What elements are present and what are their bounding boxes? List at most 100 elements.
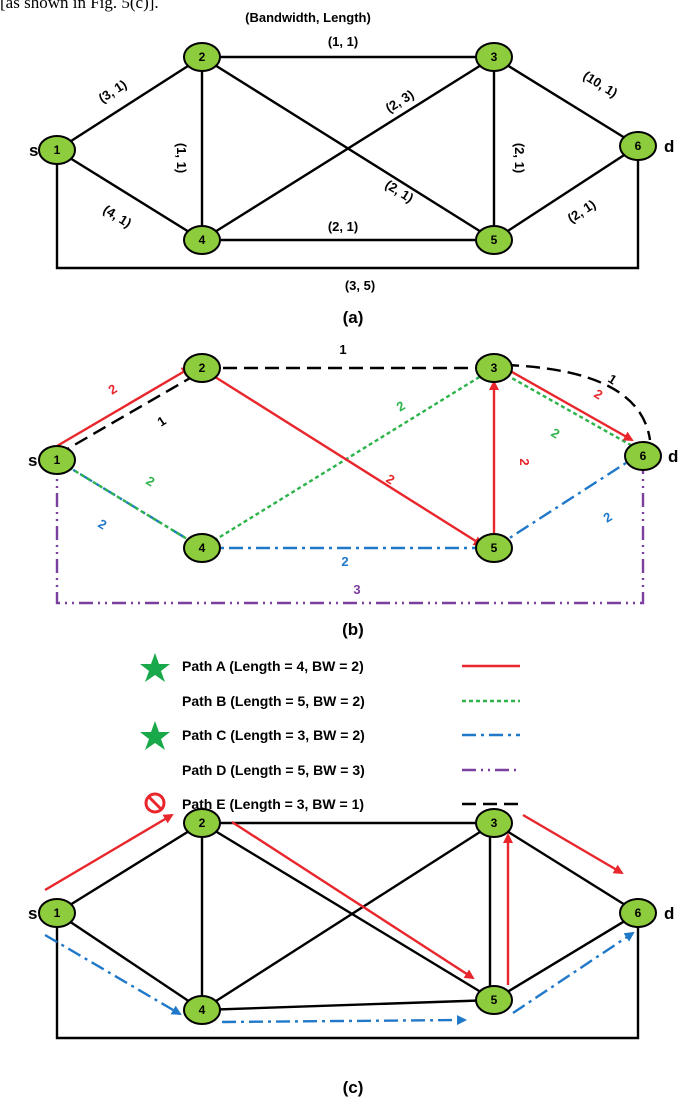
edge-label-2-3: (1, 1) (328, 34, 358, 49)
green-star-icon (140, 721, 170, 750)
node-1 (38, 445, 76, 475)
node-3 (475, 42, 513, 72)
path-a-lines (56, 366, 634, 547)
label-path-c-4-5: 2 (341, 554, 348, 569)
path-a-arrows (44, 813, 624, 985)
dest-label: d (664, 904, 674, 923)
label-path-e-2-3: 1 (339, 342, 346, 357)
green-star-icon (140, 653, 170, 682)
edge-label-1-6: (3, 5) (345, 278, 375, 293)
source-label: s (28, 904, 37, 923)
caption-b: (b) (342, 620, 364, 639)
dest-label: d (664, 137, 674, 156)
panel-a-edges (55, 55, 640, 270)
edge-3-4 (201, 55, 495, 242)
node-3-label: 3 (491, 50, 498, 64)
path-b-lines (56, 366, 644, 550)
node-3-label: 3 (491, 361, 498, 375)
node-6 (619, 131, 657, 161)
legend-item-a: Path A (Length = 4, BW = 2) (182, 658, 364, 674)
node-6 (619, 898, 657, 928)
edge-1-6 (55, 913, 640, 1040)
label-path-a-3-6: 2 (591, 386, 605, 403)
node-2 (183, 42, 221, 72)
node-6-label: 6 (640, 449, 647, 463)
node-2 (183, 808, 221, 838)
legend: Path A (Length = 4, BW = 2) Path B (Leng… (140, 653, 520, 814)
edge-label-5-6: (2, 1) (565, 197, 599, 226)
edge-1-4 (56, 912, 203, 1011)
label-path-a-1-2: 2 (105, 381, 119, 398)
edge-2-5 (201, 821, 495, 1002)
prohibition-icon (144, 792, 166, 814)
node-6 (624, 441, 662, 471)
label-path-d-bottom: 3 (353, 582, 360, 597)
node-1-label: 1 (54, 453, 61, 467)
edge-3-6 (493, 55, 639, 148)
source-label: s (29, 141, 38, 160)
edge-label-1-4: (4, 1) (101, 202, 135, 231)
edge-1-4 (56, 148, 203, 242)
node-4-label: 4 (199, 541, 206, 555)
node-2 (183, 353, 221, 383)
label-path-e-3-6: 1 (605, 371, 619, 388)
edge-3-4 (201, 821, 495, 1012)
node-4-label: 4 (199, 1003, 206, 1017)
edge-1-6 (55, 146, 640, 270)
panel-b: 2 2 2 2 2 2 2 2 2 2 3 1 1 1 1 2 3 4 5 6 … (28, 342, 678, 639)
label-path-b-1-4: 2 (143, 473, 157, 490)
node-1-label: 1 (54, 906, 61, 920)
label-path-c-5-6: 2 (600, 509, 614, 526)
label-path-c-1-4: 2 (95, 516, 109, 533)
node-5 (475, 533, 513, 563)
node-2-label: 2 (199, 50, 206, 64)
caption-a: (a) (343, 308, 364, 327)
header-label: (Bandwidth, Length) (245, 10, 371, 25)
path-e-lines (56, 363, 652, 457)
edge-label-3-5: (2, 1) (512, 143, 527, 173)
edge-label-1-2: (3, 1) (96, 77, 130, 106)
label-path-e-1-2: 1 (154, 413, 168, 430)
source-label: s (28, 451, 37, 470)
caption-c: (c) (343, 1078, 364, 1097)
node-5-label: 5 (491, 541, 498, 555)
path-c-lines (56, 450, 644, 550)
node-3 (475, 353, 513, 383)
edge-label-4-5: (2, 1) (328, 219, 358, 234)
node-1-label: 1 (54, 143, 61, 157)
edge-1-2 (56, 821, 203, 915)
node-1 (38, 135, 76, 165)
node-5 (475, 985, 513, 1015)
node-3-label: 3 (491, 816, 498, 830)
panel-c-nodes: 1 2 3 4 5 6 (38, 808, 657, 1025)
edge-label-3-4: (2, 3) (383, 87, 417, 116)
legend-item-c: Path C (Length = 3, BW = 2) (182, 727, 365, 743)
panel-c: 1 2 3 4 5 6 s d (c) (28, 808, 674, 1097)
edge-label-3-6: (10, 1) (580, 68, 620, 101)
legend-item-e: Path E (Length = 3, BW = 1) (182, 796, 364, 812)
dest-label: d (668, 447, 678, 466)
edge-5-6 (493, 144, 639, 242)
node-5-label: 5 (491, 233, 498, 247)
node-4 (183, 225, 221, 255)
edge-3-6 (493, 821, 639, 915)
node-6-label: 6 (635, 139, 642, 153)
legend-item-b: Path B (Length = 5, BW = 2) (182, 693, 365, 709)
panel-a-nodes: 1 2 3 4 5 6 (38, 42, 657, 255)
legend-item-d: Path D (Length = 5, BW = 3) (182, 762, 365, 778)
edge-label-2-4: (1, 1) (174, 143, 189, 173)
panel-a: (Bandwidth, Length) (3, 1) (4, 1) (3, 5)… (29, 10, 674, 327)
node-1 (38, 898, 76, 928)
panel-b-nodes: 1 2 3 4 5 6 (38, 353, 662, 563)
path-c-arrows (44, 931, 635, 1026)
label-path-b-4-3: 2 (394, 398, 408, 415)
path-d-line (55, 460, 645, 605)
panel-c-edges (55, 821, 640, 1040)
label-path-b-3-6: 2 (548, 425, 562, 442)
node-4 (183, 533, 221, 563)
edge-5-6 (493, 911, 639, 1002)
node-3 (475, 808, 513, 838)
node-2-label: 2 (199, 361, 206, 375)
node-5 (475, 225, 513, 255)
node-6-label: 6 (635, 906, 642, 920)
